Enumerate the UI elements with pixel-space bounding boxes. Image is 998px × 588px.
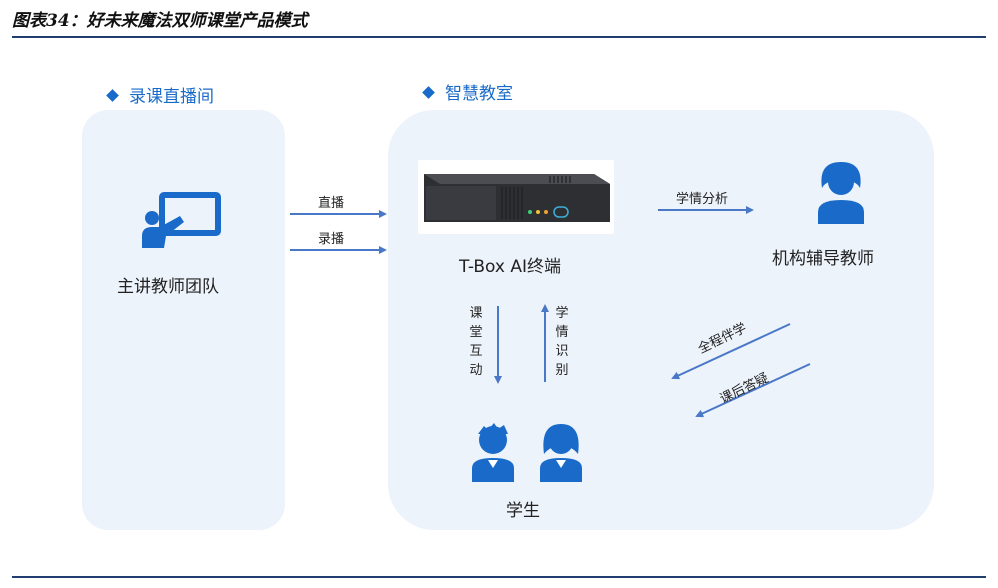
recording-room-panel: [82, 110, 285, 530]
tbox-device-image: [418, 160, 614, 234]
tutor-icon: [818, 162, 864, 224]
tbox-label: T-Box AI终端: [459, 257, 561, 277]
recording-room-title-text: 录课直播间: [129, 87, 214, 107]
accompany-arrow: [671, 323, 791, 380]
recognition-label: 学情识别: [555, 306, 569, 378]
students-label: 学生: [506, 501, 540, 521]
student-boy-icon: [472, 423, 514, 482]
teacher-team-label: 主讲教师团队: [117, 277, 219, 297]
tbox-device-icon: [424, 174, 610, 222]
record-label: 录播: [318, 232, 345, 247]
tutor-label: 机构辅导教师: [772, 249, 874, 269]
figure-caption: 图表34：好未来魔法双师课堂产品模式: [12, 11, 308, 31]
top-rule: [12, 36, 986, 38]
bottom-rule: [12, 576, 986, 578]
smart-classroom-title: 智慧教室: [422, 79, 513, 104]
smart-classroom-title-text: 智慧教室: [445, 84, 513, 104]
student-girl-icon: [540, 424, 582, 482]
analysis-label: 学情分析: [676, 192, 729, 207]
teacher-board-icon: [142, 192, 221, 248]
interaction-label: 课堂互动: [469, 306, 483, 378]
qa-arrow: [695, 363, 811, 418]
recording-room-title: 录课直播间: [106, 82, 214, 107]
live-label: 直播: [318, 196, 345, 211]
